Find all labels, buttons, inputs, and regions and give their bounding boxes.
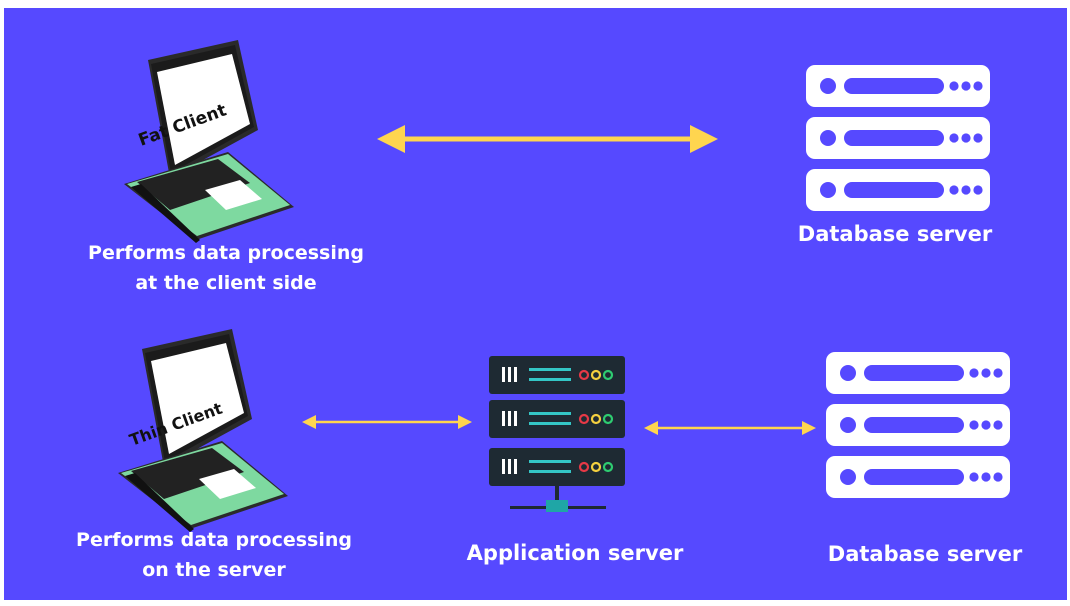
thin-client-caption: Performs data processing on the server	[44, 525, 384, 585]
database-server-bottom-label: Database server	[827, 542, 1023, 566]
application-server-icon	[487, 354, 627, 512]
thin-client-caption-line2: on the server	[142, 559, 286, 581]
database-server-bottom-icon	[826, 352, 1010, 498]
database-server-top-icon	[806, 65, 990, 211]
fat-client-caption: Performs data processing at the client s…	[56, 238, 396, 298]
thin-client-app-arrow	[302, 415, 472, 429]
thin-client-caption-line1: Performs data processing	[76, 529, 352, 551]
app-db-arrow	[644, 421, 816, 435]
fat-client-caption-line1: Performs data processing	[88, 242, 364, 264]
database-server-top-label: Database server	[797, 222, 993, 246]
fat-client-db-arrow	[377, 125, 718, 153]
fat-client-caption-line2: at the client side	[135, 272, 317, 294]
application-server-label: Application server	[466, 541, 684, 565]
thin-client-laptop-icon	[118, 329, 288, 532]
fat-client-laptop-icon	[124, 40, 294, 243]
